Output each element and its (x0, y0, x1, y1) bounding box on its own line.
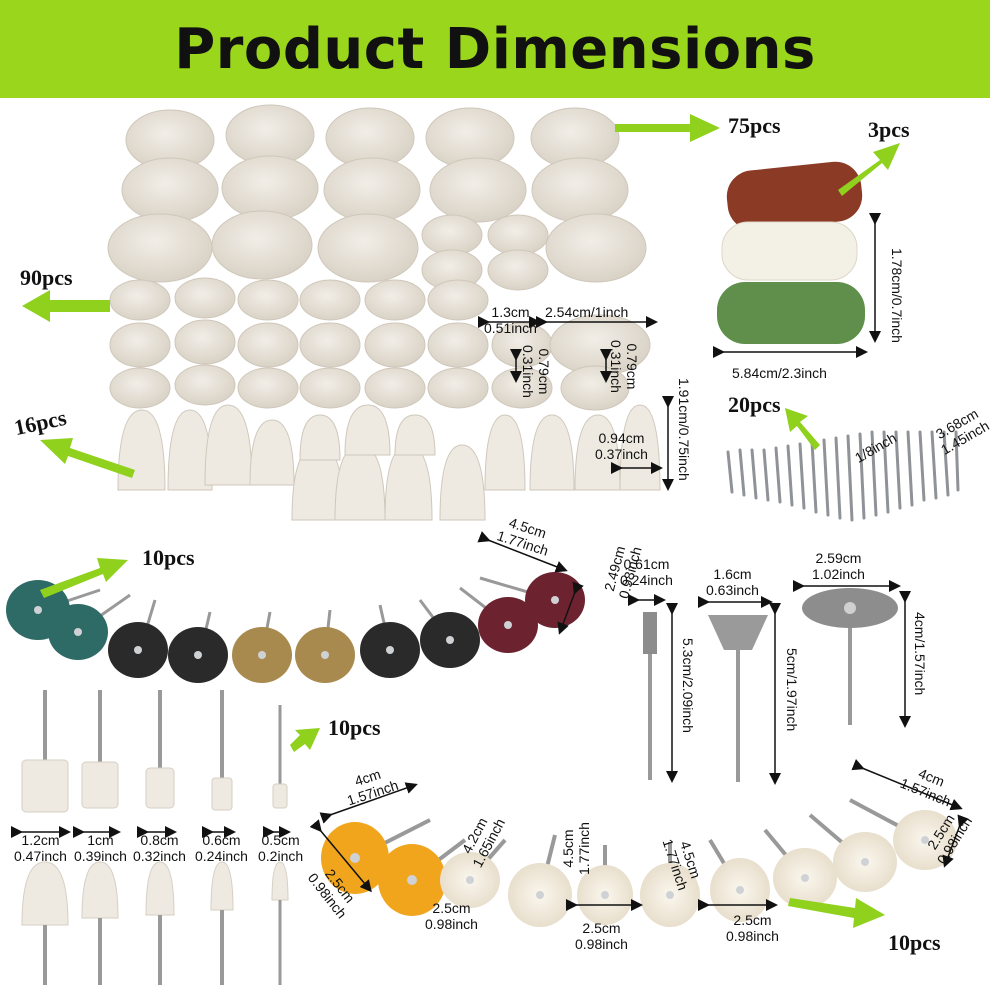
felt-discs-large (107, 104, 647, 291)
qty-cotton-wheels: 10pcs (888, 930, 941, 955)
page-title: Product Dimensions (174, 16, 816, 82)
mounted-points (21, 690, 289, 985)
qty-polish-compound: 3pcs (868, 117, 910, 142)
dim-cone-height: 1.91cm/0.75inch (676, 378, 692, 481)
qty-abrasive-wheels: 10pcs (142, 545, 195, 570)
abrasive-wheels (6, 572, 585, 683)
header-banner: Product Dimensions (0, 0, 990, 98)
dim-wheel-brush-length: 4cm/1.57inch (912, 612, 928, 696)
qty-felt-wheels: 90pcs (20, 265, 73, 290)
polish-compound-bars (717, 161, 865, 344)
wire-brushes (643, 588, 898, 782)
dim-felt-large-diameter: 2.54cm/1inch (545, 304, 629, 320)
dim-cup-brush-length: 5cm/1.97inch (784, 648, 800, 732)
qty-mandrels: 20pcs (728, 392, 781, 417)
qty-mounted-points: 10pcs (328, 715, 381, 740)
dim-compound-length: 5.84cm/2.3inch (732, 365, 827, 381)
callout-arrows (22, 114, 900, 928)
dim-end-brush-length: 5.3cm/2.09inch (680, 638, 696, 733)
dim-compound-height: 1.78cm/0.7inch (889, 248, 905, 343)
felt-wheels-small (109, 277, 651, 411)
dimension-lines (11, 213, 969, 911)
mandrels (726, 430, 960, 522)
qty-felt-discs: 75pcs (728, 113, 781, 138)
felt-cones (117, 404, 661, 521)
buffing-wheels (321, 798, 957, 927)
